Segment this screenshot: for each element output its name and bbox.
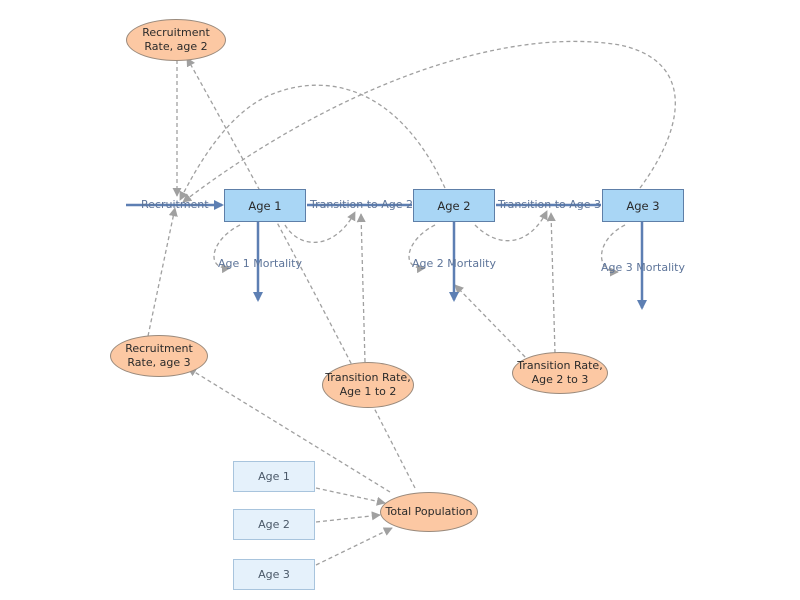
variable-label-line: Recruitment [125,342,193,355]
variable-total-population[interactable]: Total Population [380,492,478,532]
variable-transition-rate-age-1-to-2[interactable]: Transition Rate,Age 1 to 2 [322,362,414,408]
link-age2-to-m2[interactable] [408,224,436,274]
link-ghost3-to-totpop[interactable] [315,527,393,566]
ghost-stock-age-3[interactable]: Age 3 [233,559,315,590]
stock-age-2[interactable]: Age 2 [413,189,495,222]
variable-label-line: Transition Rate, [517,359,603,372]
link-age1-to-t12[interactable] [284,211,356,244]
link-totpop-to-rr2[interactable] [186,57,416,489]
variable-label-line: Age 2 to 3 [531,373,589,386]
variable-label-line: Total Population [385,505,473,518]
link-tr23-to-t23[interactable] [546,212,556,354]
variable-transition-rate-age-2-to-3[interactable]: Transition Rate,Age 2 to 3 [512,352,608,394]
link-age1-to-m1[interactable] [213,224,241,274]
flow-label-transition-to-age-2[interactable]: Transition to Age 2 [310,198,414,211]
link-age2-to-recruitment[interactable] [179,84,446,201]
link-rr3-to-recruitment[interactable] [147,207,178,337]
variable-label-line: Transition Rate, [325,371,411,384]
stock-age-1[interactable]: Age 1 [224,189,306,222]
link-tr23-to-m2[interactable] [454,284,531,363]
variable-label-line: Recruitment [142,26,210,39]
link-age2-to-t23[interactable] [474,210,548,242]
flow-label-age-2-mortality[interactable]: Age 2 Mortality [412,257,496,270]
link-age3-to-m3[interactable] [600,224,626,277]
variable-label-line: Age 1 to 2 [339,385,397,398]
link-totpop-to-rr3[interactable] [187,367,391,493]
ghost-stock-age-1[interactable]: Age 1 [233,461,315,492]
flow-label-age-1-mortality[interactable]: Age 1 Mortality [218,257,302,270]
variable-label-line: Rate, age 2 [144,40,208,53]
link-ghost1-to-totpop[interactable] [315,487,386,506]
flow-label-age-3-mortality[interactable]: Age 3 Mortality [601,261,685,274]
variable-label-line: Rate, age 3 [127,356,191,369]
ghost-stock-age-2[interactable]: Age 2 [233,509,315,540]
link-tr12-to-t12[interactable] [356,213,366,363]
flow-label-transition-to-age-3[interactable]: Transition to Age 3 [498,198,602,211]
stock-age-3[interactable]: Age 3 [602,189,684,222]
link-ghost2-to-totpop[interactable] [315,511,381,523]
link-age3-to-recruitment[interactable] [182,40,676,203]
flow-label-recruitment[interactable]: Recruitment [141,198,209,211]
